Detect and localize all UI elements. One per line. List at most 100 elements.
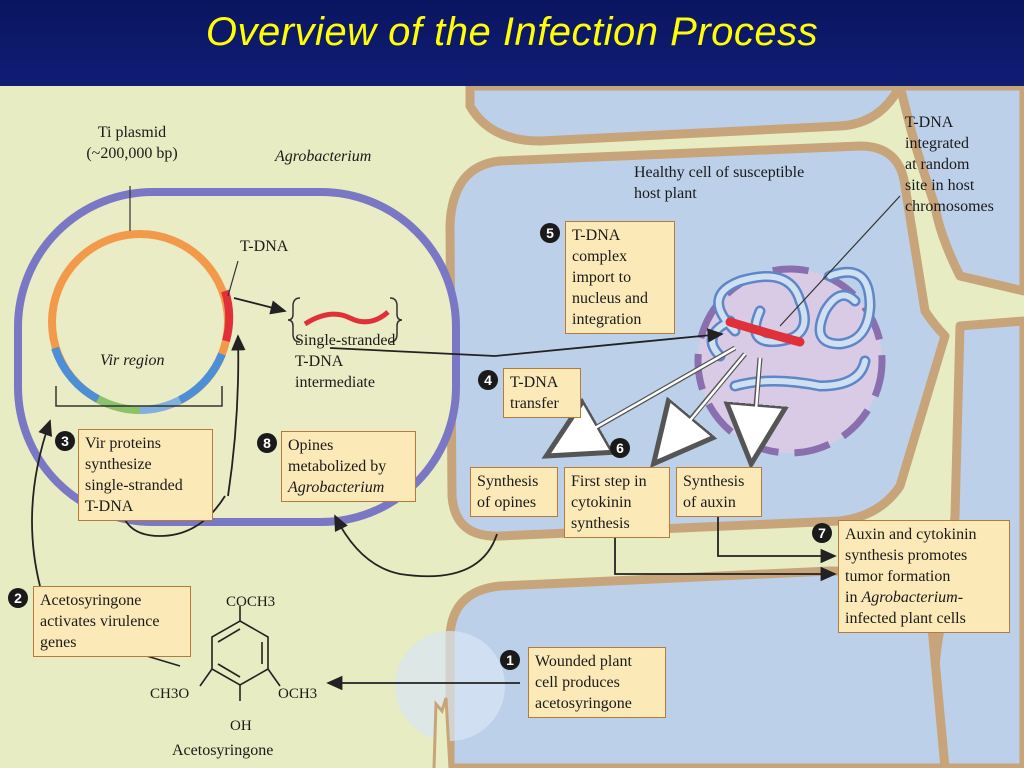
arrow-auxin xyxy=(717,516,837,564)
step-4-line-2: transfer xyxy=(510,395,559,412)
step-7-agrobacterium: Agrobacterium xyxy=(861,589,958,606)
step-4-line-1: T-DNA xyxy=(510,374,559,391)
step-7-line-1: Auxin and cytokinin xyxy=(845,526,977,543)
step-5-box: T-DNA complex import to nucleus and inte… xyxy=(565,221,675,334)
step-2-line-2: activates virulence xyxy=(40,613,160,630)
tdna-pointer xyxy=(227,260,239,297)
ti-plasmid-size: (~200,000 bp) xyxy=(86,145,178,162)
wound-glow xyxy=(395,631,505,741)
step-1-box: Wounded plant cell produces acetosyringo… xyxy=(528,647,666,718)
integrated-line-3: at random xyxy=(905,156,970,173)
ss-tdna-line-2: T-DNA xyxy=(295,353,344,370)
tdna-excision-arrow xyxy=(233,297,287,315)
tdna-transfer-arrow xyxy=(329,328,724,357)
integrated-line-2: integrated xyxy=(905,135,969,152)
vir-region-text: Vir region xyxy=(100,352,165,369)
vir-region-bracket xyxy=(55,386,223,407)
step-8-box: Opines metabolized by Agrobacterium xyxy=(281,431,416,502)
wound-cut xyxy=(432,697,452,768)
step-5-badge: 5 xyxy=(540,223,560,243)
integrated-line-5: chromosomes xyxy=(905,198,994,215)
acetosyringone-label: Acetosyringone xyxy=(172,742,274,759)
och3-label: OCH3 xyxy=(278,686,318,702)
ti-plasmid-label: Ti plasmid (~200,000 bp) xyxy=(62,122,202,164)
step-1-badge: 1 xyxy=(500,650,520,670)
ch3o-label: CH3O xyxy=(150,686,190,702)
slide-title-text: Overview of the Infection Process xyxy=(205,10,819,54)
auxin-box: Synthesis of auxin xyxy=(676,467,762,517)
step-2-box: Acetosyringone activates virulence genes xyxy=(33,586,191,657)
step-7-line-5: infected plant cells xyxy=(845,610,966,627)
step-7-line-4: in Agrobacterium- xyxy=(845,587,1003,608)
auxin-line-1: Synthesis xyxy=(683,473,745,490)
integrated-line-1: T-DNA xyxy=(905,114,954,131)
arrow-to-step3 xyxy=(31,419,53,587)
agrobacterium-label: Agrobacterium xyxy=(275,148,372,165)
synthesis-opines-line-1: Synthesis xyxy=(477,473,539,490)
healthy-cell-line-2: host plant xyxy=(634,185,697,202)
step-8-line-2: metabolized by xyxy=(288,458,387,475)
step-5-line-3: import to xyxy=(572,269,632,286)
synthesis-opines-line-2: of opines xyxy=(477,494,537,511)
plant-cell-top xyxy=(465,86,905,146)
step-3-box: Vir proteins synthesize single-stranded … xyxy=(78,429,213,521)
step-3-line-4: T-DNA xyxy=(85,498,134,515)
auxin-line-2: of auxin xyxy=(683,494,736,511)
plant-cell-right-top xyxy=(895,86,1024,296)
ss-tdna-line-1: Single-stranded xyxy=(295,332,396,349)
step-7-box: Auxin and cytokinin synthesis promotes t… xyxy=(838,520,1010,633)
step-1-line-2: cell produces xyxy=(535,674,620,691)
ss-tdna-line-3: intermediate xyxy=(295,374,375,391)
step-7-hyphen: - xyxy=(957,589,964,606)
expression-arrows-fill xyxy=(559,346,762,453)
cytokinin-box: First step in cytokinin synthesis xyxy=(564,467,670,538)
step-7-in: in xyxy=(845,589,862,606)
step-2-badge: 2 xyxy=(8,588,28,608)
synthesis-opines-box: Synthesis of opines xyxy=(470,467,558,517)
step-3-line-3: single-stranded xyxy=(85,477,183,494)
ss-tdna-left-brace xyxy=(287,297,301,343)
step-1-line-3: acetosyringone xyxy=(535,695,632,712)
healthy-cell-label: Healthy cell of susceptible host plant xyxy=(634,162,804,204)
slide-title: Overview of the Infection Process xyxy=(0,0,1024,86)
integrated-label: T-DNA integrated at random site in host … xyxy=(905,112,994,217)
step-7-badge: 7 xyxy=(812,523,832,543)
step-3-badge: 3 xyxy=(55,431,75,451)
oh-label: OH xyxy=(230,718,252,734)
ss-tdna-label: Single-stranded T-DNA intermediate xyxy=(295,330,395,393)
step-8-line-1: Opines xyxy=(288,437,334,454)
step-4-badge: 4 xyxy=(478,370,498,390)
tdna-label: T-DNA xyxy=(240,238,289,255)
step-3-line-1: Vir proteins xyxy=(85,435,161,452)
arrow-cytokinin xyxy=(614,538,837,582)
cytokinin-line-1: First step in xyxy=(571,473,647,490)
step-4-box: T-DNA transfer xyxy=(503,368,581,418)
step-7-line-3: tumor formation xyxy=(845,568,951,585)
step-6-badge: 6 xyxy=(610,438,630,458)
step-3-line-2: synthesize xyxy=(85,456,152,473)
ss-tdna-strand xyxy=(303,310,390,327)
ti-plasmid-title: Ti plasmid xyxy=(97,124,167,141)
step-8-line-3: Agrobacterium xyxy=(288,479,385,496)
arrow-opines xyxy=(334,514,498,578)
integrated-line-4: site in host xyxy=(905,177,975,194)
plasmid-tdna-segment xyxy=(221,289,234,343)
coch3-label: COCH3 xyxy=(226,594,276,610)
step-5-line-4: nucleus and xyxy=(572,290,648,307)
step-5-line-2: complex xyxy=(572,248,628,265)
ss-tdna-right-brace xyxy=(389,297,403,343)
integrated-tdna xyxy=(725,317,805,347)
step-2-line-1: Acetosyringone xyxy=(40,592,142,609)
vir-region-label: Vir region xyxy=(100,350,164,371)
step-5-line-5: integration xyxy=(572,311,642,328)
infection-process-figure: Ti plasmid (~200,000 bp) Agrobacterium T… xyxy=(0,86,1024,768)
cytokinin-line-2: cytokinin xyxy=(571,494,632,511)
step-1-line-1: Wounded plant xyxy=(535,653,632,670)
healthy-cell-line-1: Healthy cell of susceptible xyxy=(634,164,805,181)
step-5-line-1: T-DNA xyxy=(572,227,621,244)
step-8-badge: 8 xyxy=(257,433,277,453)
step-7-line-2: synthesis promotes xyxy=(845,547,968,564)
integrated-pointer xyxy=(779,195,901,327)
step-2-line-3: genes xyxy=(40,634,77,651)
acetosyringone-structure xyxy=(199,606,281,701)
